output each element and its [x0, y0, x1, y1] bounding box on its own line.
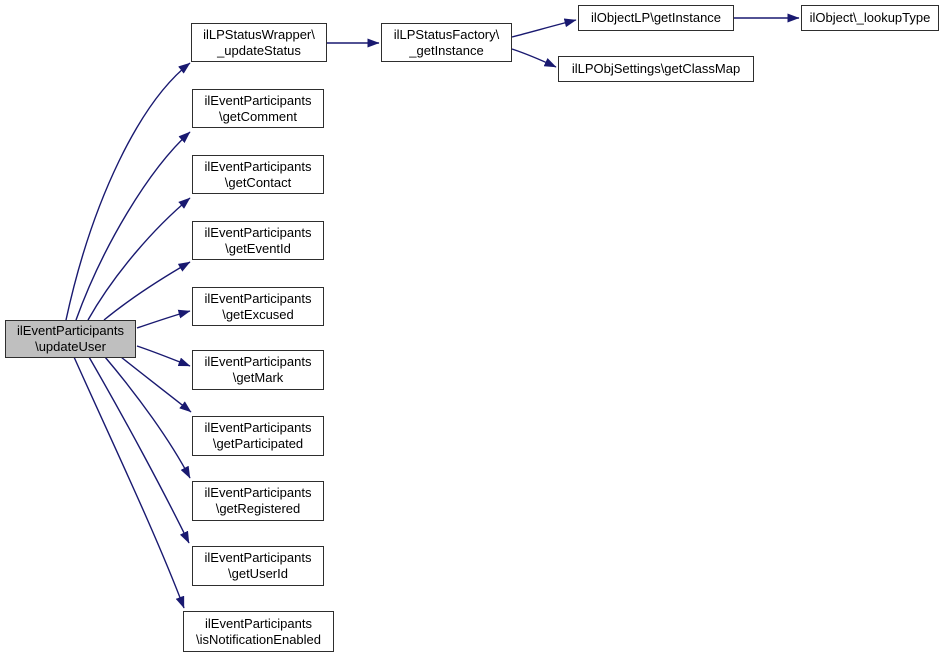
edge-updateUser-to-getEventId [103, 261, 191, 321]
node-getExcused[interactable]: ilEventParticipants \getExcused [192, 287, 324, 326]
node-lookupType[interactable]: ilObject\_lookupType [801, 5, 939, 31]
edge-updateUser-to-getUserId [88, 356, 190, 544]
node-getMark[interactable]: ilEventParticipants \getMark [192, 350, 324, 390]
node-getContact[interactable]: ilEventParticipants \getContact [192, 155, 324, 194]
node-label-line1: ilEventParticipants [204, 158, 312, 174]
edge-updateUser-to-isNotificationEnabled [73, 356, 185, 609]
node-label-line2: \getContact [224, 174, 292, 190]
node-label-line1: ilEventParticipants [204, 224, 312, 240]
node-label-line2: \getEventId [225, 240, 291, 256]
node-label-line1: ilEventParticipants [204, 550, 312, 565]
node-label-line2: \isNotificationEnabled [195, 631, 322, 647]
edge-updateUser-to-getMark [136, 345, 191, 367]
node-label-line2: _updateStatus [217, 42, 301, 58]
edge-updateUser-to-getComment [75, 131, 191, 321]
node-getParticipated[interactable]: ilEventParticipants \getParticipated [192, 416, 324, 456]
node-label-line1: ilLPObjSettings\getClassMap [571, 61, 741, 76]
node-label-line1: ilEventParticipants [17, 323, 124, 338]
node-label-line1: ilEventParticipants [204, 420, 312, 435]
edge-updateUser-to-getRegistered [104, 356, 191, 479]
node-label-line2: \getRegistered [215, 501, 301, 516]
node-objectLPGetInstance[interactable]: ilObjectLP\getInstance [578, 5, 734, 31]
node-updateUser[interactable]: ilEventParticipants \updateUser [5, 320, 136, 358]
edge-updateUser-to-getExcused [136, 309, 191, 329]
node-label-line1: ilEventParticipants [204, 290, 312, 306]
node-label-line1: ilEventParticipants [204, 92, 312, 108]
node-label-line2: \getParticipated [212, 436, 304, 451]
edge-updateUser-to-updateStatus [65, 62, 191, 321]
node-label-line1: ilEventParticipants [205, 615, 312, 631]
edge-updateUser-to-getParticipated [120, 356, 192, 413]
node-label-line2: \getComment [218, 108, 298, 124]
node-label-line1: ilLPStatusFactory\ [393, 26, 500, 42]
node-label-line1: ilEventParticipants [204, 485, 312, 500]
node-label-line1: ilEventParticipants [204, 354, 312, 369]
node-label-line1: ilObjectLP\getInstance [590, 10, 722, 25]
node-label-line1: ilLPStatusWrapper\ [203, 26, 315, 42]
node-label-line2: _getInstance [409, 42, 484, 58]
node-getClassMap[interactable]: ilLPObjSettings\getClassMap [558, 56, 754, 82]
node-label-line2: \getMark [232, 370, 284, 385]
edge-updateUser-to-getContact [87, 197, 191, 321]
node-getUserId[interactable]: ilEventParticipants \getUserId [192, 546, 324, 586]
node-getEventId[interactable]: ilEventParticipants \getEventId [192, 221, 324, 260]
node-factoryGetInstance[interactable]: ilLPStatusFactory\ _getInstance [381, 23, 512, 62]
node-updateStatus[interactable]: ilLPStatusWrapper\ _updateStatus [191, 23, 327, 62]
edge-factoryGetInstance-to-objectLPGetInstance [511, 18, 577, 38]
node-getComment[interactable]: ilEventParticipants \getComment [192, 89, 324, 128]
node-label-line2: \updateUser [35, 339, 106, 354]
edge-factoryGetInstance-to-getClassMap [511, 48, 557, 68]
node-isNotificationEnabled[interactable]: ilEventParticipants \isNotificationEnabl… [183, 611, 334, 652]
node-label-line1: ilObject\_lookupType [809, 10, 931, 25]
node-getRegistered[interactable]: ilEventParticipants \getRegistered [192, 481, 324, 521]
node-label-line2: \getExcused [222, 306, 294, 322]
node-label-line2: \getUserId [228, 566, 288, 581]
